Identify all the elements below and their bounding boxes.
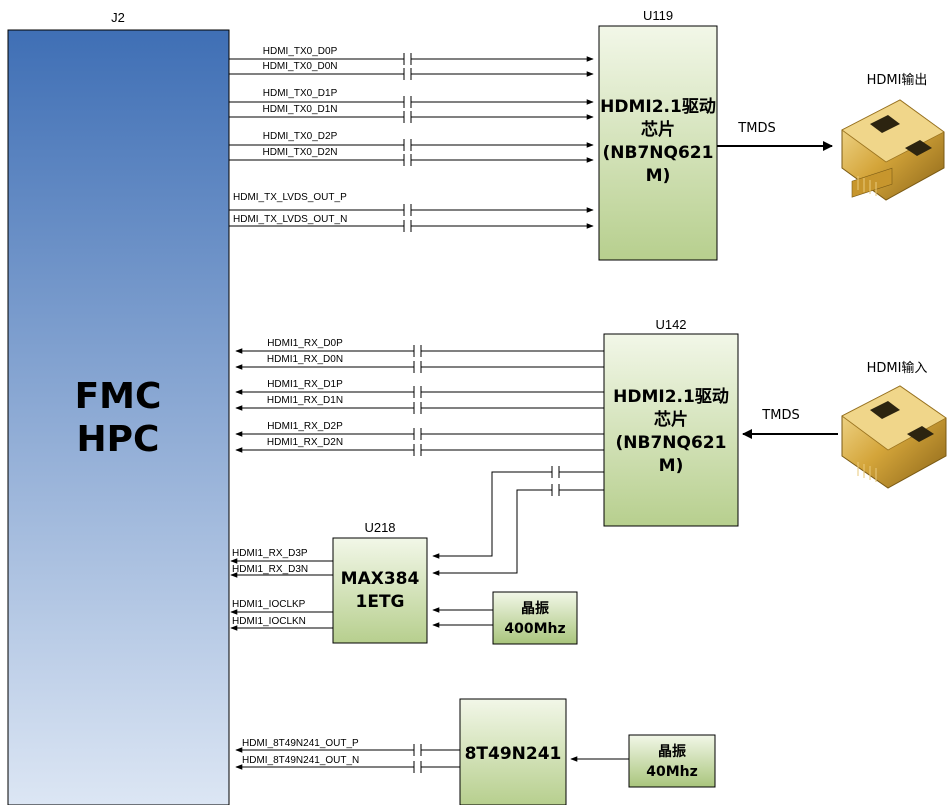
u218-chip: U218 MAX384 1ETG [332, 520, 428, 644]
u218-line2: 1ETG [356, 592, 405, 612]
fmc-body [7, 29, 230, 805]
fmc-ref: J2 [111, 10, 125, 25]
clk-8t49n241-label: 8T49N241 [465, 744, 562, 764]
signal-label: HDMI1_RX_D0P [267, 338, 343, 349]
u218-line: HDMI1_RX_D3N [230, 564, 333, 578]
tmds-out-label: TMDS [737, 121, 775, 136]
fmc-hpc-block: J2 FMC HPC [7, 10, 230, 805]
tmds-in: TMDS [742, 408, 838, 439]
osc-40mhz: 晶振 40Mhz [570, 734, 716, 788]
signal-label: HDMI1_IOCLKN [232, 616, 306, 627]
capacitor [403, 68, 412, 80]
signal-label: HDMI_8T49N241_OUT_P [242, 738, 359, 749]
u119-line1: HDMI2.1驱动 [600, 97, 716, 117]
signal-label: HDMI_TX0_D2N [262, 147, 337, 158]
capacitor [413, 428, 422, 440]
clk-signals: HDMI_8T49N241_OUT_P HDMI_8T49N241_OUT_N [235, 738, 460, 773]
signal-label: HDMI_TX0_D0N [262, 61, 337, 72]
u142-line4: M) [659, 456, 684, 476]
u218-signals: HDMI1_RX_D3P HDMI1_RX_D3N HDMI1_IOCLKP H… [230, 548, 333, 631]
signal-label: HDMI_TX_LVDS_OUT_N [233, 214, 347, 225]
osc-40mhz-line2: 40Mhz [646, 764, 698, 780]
signal-label: HDMI1_RX_D2P [267, 421, 343, 432]
signal-label: HDMI_TX0_D0P [263, 46, 338, 57]
fmc-line1: FMC [75, 376, 162, 417]
rx-capacitors [413, 345, 422, 456]
osc-400mhz-line1: 晶振 [521, 600, 549, 617]
capacitor [403, 154, 412, 166]
capacitor [403, 139, 412, 151]
tmds-in-label: TMDS [761, 408, 799, 423]
signal-label: HDMI_TX0_D2P [263, 131, 338, 142]
capacitor [403, 111, 412, 123]
hdmi-connector-icon [841, 385, 947, 489]
fmc-line2: HPC [77, 419, 160, 460]
hdmi-connector-icon [841, 99, 945, 201]
capacitor [403, 53, 412, 65]
u218-line1: MAX384 [341, 569, 420, 589]
signal-label: HDMI1_IOCLKP [232, 599, 306, 610]
capacitor [413, 402, 422, 414]
capacitor [403, 96, 412, 108]
signal-label: HDMI_8T49N241_OUT_N [242, 755, 359, 766]
capacitor [413, 345, 422, 357]
clk-8t49n241: 8T49N241 [459, 698, 567, 805]
clk-line: HDMI_8T49N241_OUT_N [235, 755, 460, 770]
u119-chip: U119 HDMI2.1驱动 芯片 (NB7NQ621 M) [598, 8, 718, 261]
hdmi-output-label: HDMI输出 [867, 72, 928, 88]
capacitor [551, 484, 560, 496]
signal-label: HDMI1_RX_D1N [267, 395, 343, 406]
signal-label: HDMI1_RX_D2N [267, 437, 343, 448]
u218-line: HDMI1_IOCLKP [230, 599, 333, 615]
signal-label: HDMI1_RX_D1P [267, 379, 343, 390]
clk-8t49n241-body [459, 698, 567, 805]
u142-ref: U142 [655, 317, 686, 332]
u142-line2: 芯片 [654, 409, 688, 430]
capacitor [413, 761, 422, 773]
u119-ref: U119 [643, 8, 673, 23]
tmds-out: TMDS [717, 121, 833, 151]
u119-line2: 芯片 [641, 119, 675, 140]
u142-body [603, 333, 739, 527]
capacitor [551, 466, 560, 478]
capacitor [413, 361, 422, 373]
signal-label: HDMI1_RX_D3P [232, 548, 308, 559]
osc-400mhz-body [492, 591, 578, 645]
capacitor [413, 744, 422, 756]
signal-label: HDMI_TX0_D1N [262, 104, 337, 115]
osc-400mhz-line2: 400Mhz [504, 621, 565, 637]
u142-chip: U142 HDMI2.1驱动 芯片 (NB7NQ621 M) [603, 317, 739, 527]
u218-ref: U218 [364, 520, 395, 535]
signal-label: HDMI1_RX_D0N [267, 354, 343, 365]
osc-40mhz-line1: 晶振 [658, 743, 686, 760]
clk-line: HDMI_8T49N241_OUT_P [235, 738, 460, 753]
hdmi-input-connector: HDMI输入 [841, 360, 947, 489]
capacitor [413, 386, 422, 398]
u218-body [332, 537, 428, 644]
u218-line: HDMI1_IOCLKN [230, 616, 333, 631]
hdmi-input-label: HDMI输入 [867, 360, 928, 376]
signal-label: HDMI_TX_LVDS_OUT_P [233, 192, 347, 203]
tx-capacitors [403, 53, 412, 232]
u218-line: HDMI1_RX_D3P [230, 548, 333, 564]
osc-400mhz: 晶振 400Mhz [432, 591, 578, 645]
hdmi-output-connector: HDMI输出 [841, 72, 945, 201]
u142-line1: HDMI2.1驱动 [613, 387, 729, 407]
u119-line4: M) [646, 166, 671, 186]
osc-40mhz-body [628, 734, 716, 788]
u142-line3: (NB7NQ621 [616, 433, 727, 453]
capacitor [403, 220, 412, 232]
signal-label: HDMI_TX0_D1P [263, 88, 338, 99]
u119-line3: (NB7NQ621 [603, 143, 714, 163]
capacitor [403, 204, 412, 216]
capacitor [413, 444, 422, 456]
signal-label: HDMI1_RX_D3N [232, 564, 308, 575]
u119-body [598, 25, 718, 261]
u142-to-u218-lines [432, 466, 604, 576]
